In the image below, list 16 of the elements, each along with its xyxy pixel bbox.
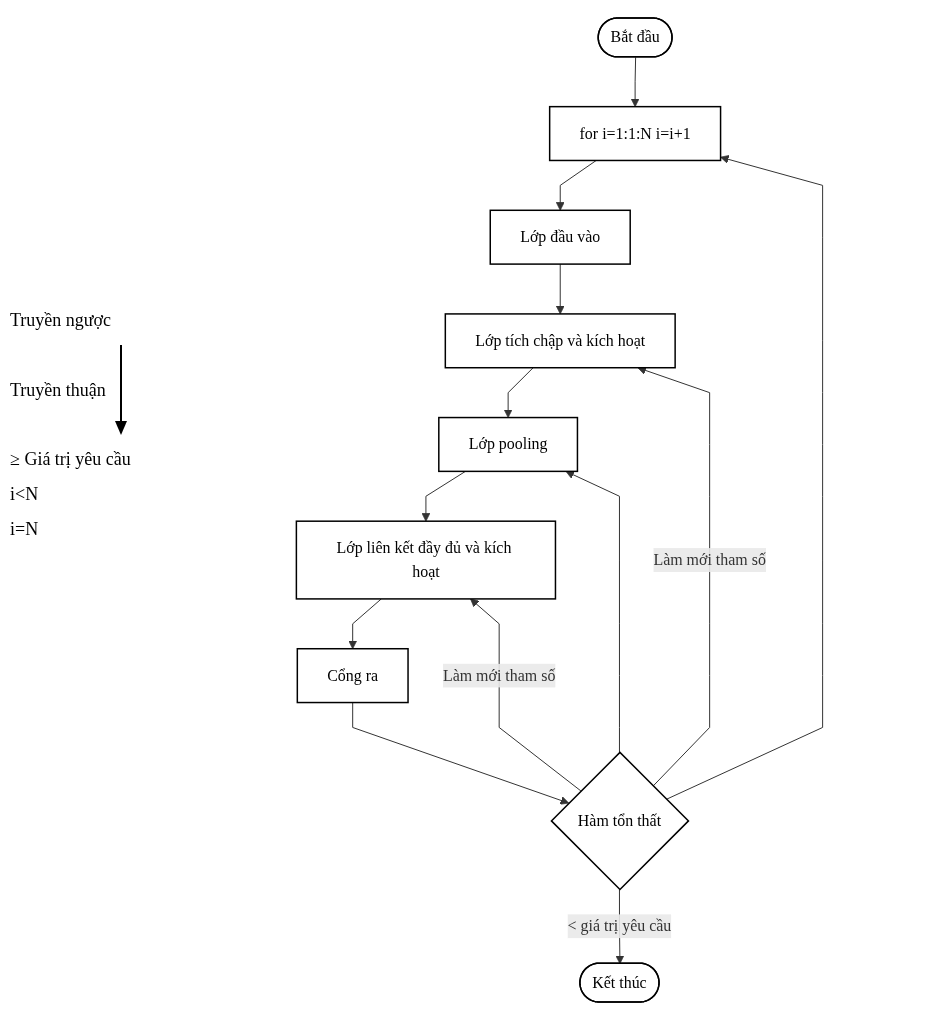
node-box: Lớp liên kết đầy đủ và kích hoạt (295, 520, 557, 600)
edge-label: Làm mới tham số (653, 551, 766, 569)
node-box: Lớp đầu vào (489, 209, 631, 265)
arrow (555, 263, 565, 315)
node-box: Lớp pooling (438, 416, 579, 473)
note-label: i=N (10, 519, 40, 540)
edge-label: < giá trị yêu cầu (567, 917, 672, 935)
note-label: Truyền thuận (10, 379, 106, 401)
note-label: ≥ Giá trị yêu cầu (10, 449, 132, 470)
note-label: Truyền ngược (10, 310, 113, 331)
note-label: i<N (10, 484, 40, 505)
node-box: Lớp tích chập và kích hoạt (444, 313, 676, 369)
edge-label: Làm mới tham số (442, 666, 556, 684)
node-box: Cổng ra (296, 648, 409, 704)
node-box: for i=1:1:N i=i+1 (548, 105, 722, 162)
node-diamond: Hàm tổn thất (550, 751, 690, 891)
